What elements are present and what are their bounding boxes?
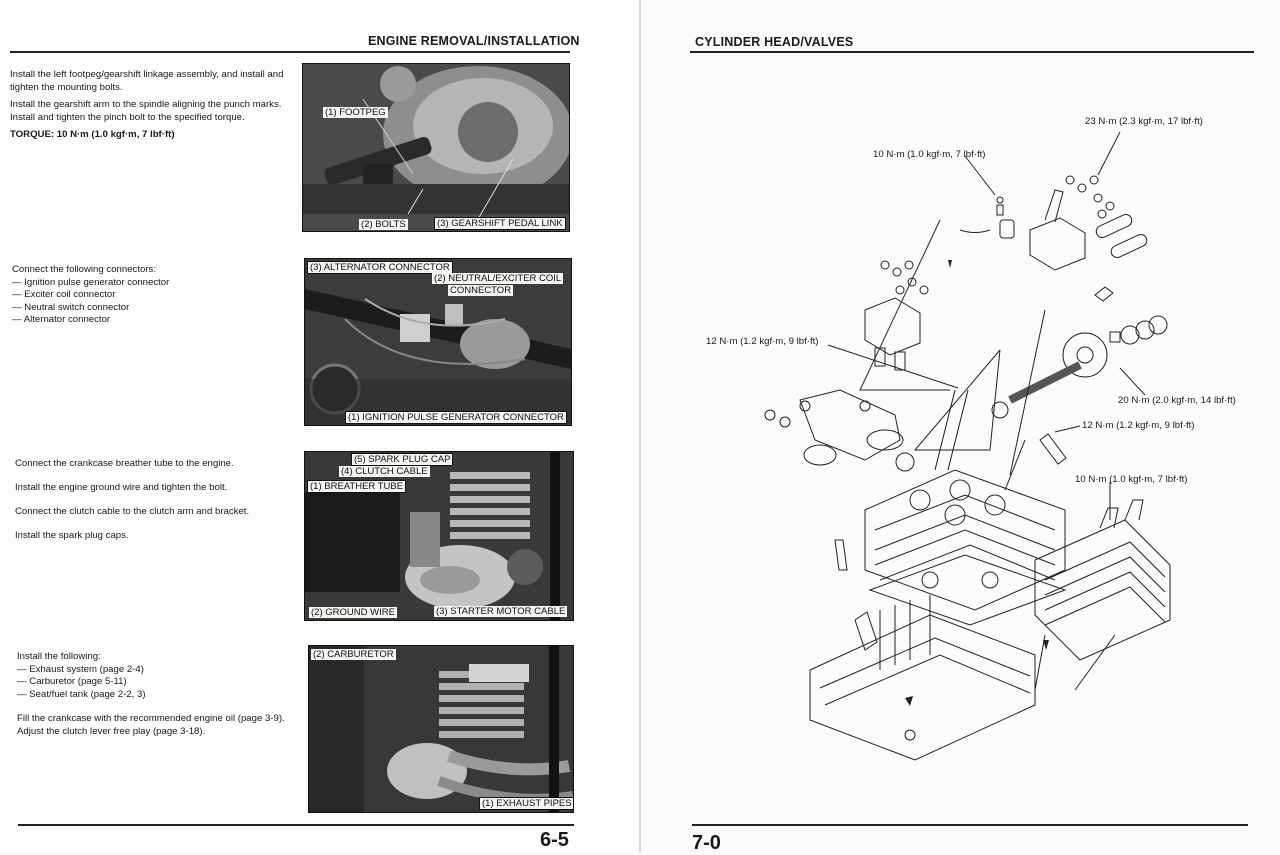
torque-label-20nm: 20 N·m (2.0 kgf·m, 14 lbf·ft) [1118,395,1236,406]
section4-para-b: Adjust the clutch lever free play (page … [17,725,206,737]
section3-line: Install the engine ground wire and tight… [15,482,228,493]
left-page-number: 6-5 [540,829,569,851]
section4-text: Install the following: — Exhaust system … [17,651,302,738]
callout-neutral-exciter-line2: CONNECTOR [448,285,514,296]
callout-gearshift-link: (3) GEARSHIFT PEDAL LINK [434,217,566,230]
cylinder-head-exploded-diagram [764,131,1171,761]
photo-engine-connections: (5) SPARK PLUG CAP (4) CLUTCH CABLE (1) … [304,451,574,621]
list-item: — Ignition pulse generator connector [12,276,170,288]
callout-starter-motor-cable: (3) STARTER MOTOR CABLE [434,606,568,617]
photo-connectors: (3) ALTERNATOR CONNECTOR (2) NEUTRAL/EXC… [304,258,572,426]
section3-line: Connect the clutch cable to the clutch a… [15,506,250,517]
photo-connectors-graphic [305,259,571,425]
callout-breather-tube: (1) BREATHER TUBE [307,480,407,493]
list-item: — Neutral switch connector [12,301,130,313]
footer-rule [18,824,574,826]
section3-line: Connect the crankcase breather tube to t… [15,458,234,469]
header-rule [10,51,570,53]
list-item: — Alternator connector [12,314,111,325]
callout-bolts: (2) BOLTS [359,219,408,230]
section4-intro: Install the following: [17,651,101,662]
right-page-header: CYLINDER HEAD/VALVES [695,35,854,49]
torque-label-12nm-left: 12 N·m (1.2 kgf·m, 9 lbf·ft) [706,336,819,347]
section1-para2b: Install and tighten the pinch bolt to th… [10,111,245,123]
section2-intro: Connect the following connectors: [12,264,156,275]
right-page-number: 7-0 [692,832,721,854]
page-gutter [639,0,641,852]
list-item: — Seat/fuel tank (page 2-2, 3) [17,688,146,700]
section1-para1: Install the left footpeg/gearshift linka… [10,69,284,93]
section3-line: Install the spark plug caps. [15,530,129,541]
list-item: — Exhaust system (page 2-4) [17,663,144,675]
callout-exhaust-pipes: (1) EXHAUST PIPES [479,797,573,810]
callout-neutral-exciter: (2) NEUTRAL/EXCITER COIL [432,273,564,284]
section1-text: Install the left footpeg/gearshift linka… [10,69,292,147]
photo-carburetor-exhaust: (2) CARBURETOR (1) EXHAUST PIPES [308,645,574,813]
section1-torque: TORQUE: 10 N·m (1.0 kgf·m, 7 lbf·ft) [10,129,175,140]
left-page-header: ENGINE REMOVAL/INSTALLATION [368,34,580,48]
section2-list: — Ignition pulse generator connector — E… [12,277,294,327]
section3-text: Connect the crankcase breather tube to t… [15,458,297,547]
callout-clutch-cable: (4) CLUTCH CABLE [339,466,430,477]
list-item: — Exciter coil connector [12,289,116,300]
photo-carburetor-graphic [309,646,573,812]
left-page: ENGINE REMOVAL/INSTALLATION Install the … [0,0,640,852]
photo-footpeg: (1) FOOTPEG (2) BOLTS (3) GEARSHIFT PEDA… [302,63,570,232]
section2-text: Connect the following connectors: — Igni… [12,264,294,327]
section1-para2a: Install the gearshift arm to the spindle… [10,99,282,110]
section4-list: — Exhaust system (page 2-4) — Carburetor… [17,664,302,702]
photo-footpeg-graphic [303,64,569,231]
header-rule-right [690,51,1254,53]
callout-alternator-connector: (3) ALTERNATOR CONNECTOR [307,261,453,274]
torque-label-23nm: 23 N·m (2.3 kgf·m, 17 lbf·ft) [1085,116,1203,127]
torque-label-12nm-right: 12 N·m (1.2 kgf·m, 9 lbf·ft) [1082,420,1195,431]
callout-ground-wire: (2) GROUND WIRE [309,607,397,618]
callout-carburetor: (2) CARBURETOR [311,649,396,660]
photo-engine-graphic [305,452,573,620]
footer-rule-right [692,824,1248,826]
list-item: — Carburetor (page 5-11) [17,676,127,687]
callout-ignition-pulse: (1) IGNITION PULSE GENERATOR CONNECTOR [345,411,567,424]
section4-para-a: Fill the crankcase with the recommended … [17,713,285,724]
torque-label-10nm-top: 10 N·m (1.0 kgf·m, 7 lbf·ft) [873,149,986,160]
torque-label-10nm-right: 10 N·m (1.0 kgf·m, 7 lbf·ft) [1075,474,1188,485]
callout-spark-plug-cap: (5) SPARK PLUG CAP [351,453,454,466]
callout-footpeg: (1) FOOTPEG [323,107,388,118]
